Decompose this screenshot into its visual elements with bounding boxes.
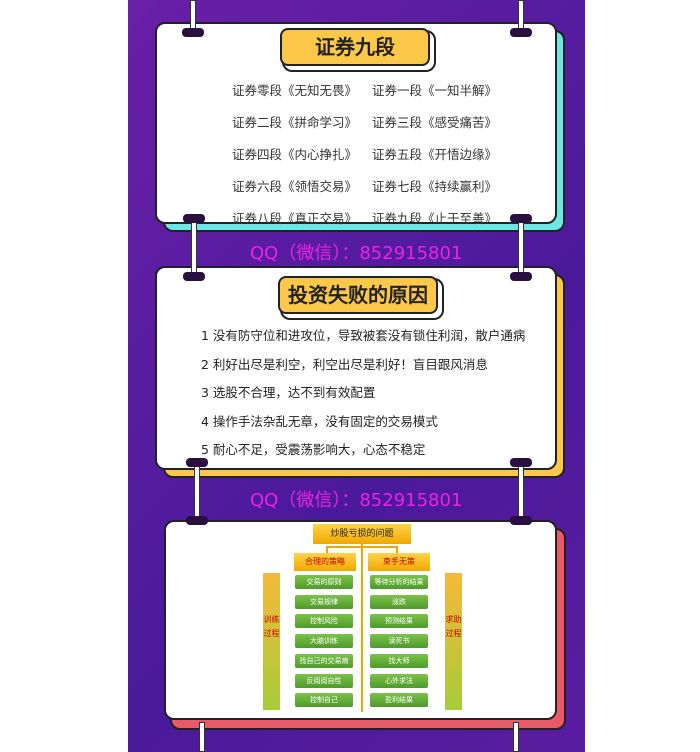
level-item: 证券二段《拼命学习》 <box>232 115 358 130</box>
post-cap <box>183 272 205 281</box>
post <box>513 722 519 752</box>
diagram-title: 炒股亏损的问题 <box>313 524 411 544</box>
post-cap <box>183 214 205 223</box>
right-item: 找大师 <box>370 653 428 668</box>
post-cap <box>186 516 208 525</box>
right-item: 涨跌 <box>370 594 428 609</box>
post-cap <box>182 28 204 37</box>
level-item: 证券六段《领悟交易》 <box>232 179 358 194</box>
left-item: 找自己的交易病 <box>295 653 353 668</box>
level-item: 证券五段《开悟边缘》 <box>372 147 498 162</box>
level-item: 证券三段《感受痛苦》 <box>372 115 498 130</box>
watermark: QQ（微信）：852915801 <box>250 490 463 511</box>
levels-grid: 证券零段《无知无畏》证券一段《一知半解》 证券二段《拼命学习》证券三段《感受痛苦… <box>232 80 512 227</box>
post-cap <box>510 28 532 37</box>
post-cap <box>510 458 532 467</box>
post <box>518 218 524 278</box>
level-item: 证券一段《一知半解》 <box>372 83 498 98</box>
left-header: 合理的策略 <box>294 553 356 571</box>
right-item: 心外求法 <box>370 673 428 688</box>
reason-item: 4 操作手法杂乱无章，没有固定的交易模式 <box>201 413 438 429</box>
right-side-label: 求助过程 <box>445 573 462 710</box>
post-cap <box>510 214 532 223</box>
reason-item: 2 利好出尽是利空，利空出尽是利好！盲目跟风消息 <box>201 356 488 372</box>
left-item: 大脑训练 <box>295 634 353 649</box>
right-item: 盈利结果 <box>370 693 428 708</box>
reason-item: 5 耐心不足，受震荡影响大，心态不稳定 <box>201 442 426 457</box>
watermark: QQ（微信）：852915801 <box>250 243 463 264</box>
post <box>518 462 524 520</box>
post-cap <box>186 458 208 467</box>
left-side-label: 训练过程 <box>263 573 280 710</box>
levels-title: 证券九段 <box>280 28 430 66</box>
reason-item: 3 选股不合理，达不到有效配置 <box>201 385 376 400</box>
left-item: 交易规律 <box>295 594 353 609</box>
reason-item: 1 没有防守位和进攻位，导致被套没有锁住利润，散户通病 <box>201 328 526 343</box>
right-header: 束手无策 <box>368 553 430 571</box>
post-cap <box>510 272 532 281</box>
right-item: 等待分析的结果 <box>370 575 428 589</box>
left-item: 反阅阅自性 <box>295 673 353 688</box>
left-item: 控制自己 <box>295 693 353 708</box>
post <box>194 462 200 520</box>
reasons-title: 投资失败的原因 <box>278 276 438 314</box>
left-item: 控制风险 <box>295 614 353 629</box>
right-item: 读死书 <box>370 634 428 649</box>
left-item: 交易的原则 <box>295 575 353 589</box>
post <box>199 722 205 752</box>
level-item: 证券九段《止于至善》 <box>372 211 498 226</box>
level-item: 证券八段《真正交易》 <box>232 211 358 226</box>
post <box>191 218 197 278</box>
right-item: 预测结果 <box>370 614 428 629</box>
post-cap <box>510 516 532 525</box>
level-item: 证券四段《内心挣扎》 <box>232 147 358 162</box>
level-item: 证券七段《持续赢利》 <box>372 179 498 194</box>
level-item: 证券零段《无知无畏》 <box>232 83 358 98</box>
reasons-list: 1 没有防守位和进攻位，导致被套没有锁住利润，散户通病 2 利好出尽是利空，利空… <box>201 322 525 465</box>
diagram-connector <box>326 546 398 553</box>
diagram-arrow <box>361 544 363 712</box>
diagram-card <box>164 520 557 720</box>
